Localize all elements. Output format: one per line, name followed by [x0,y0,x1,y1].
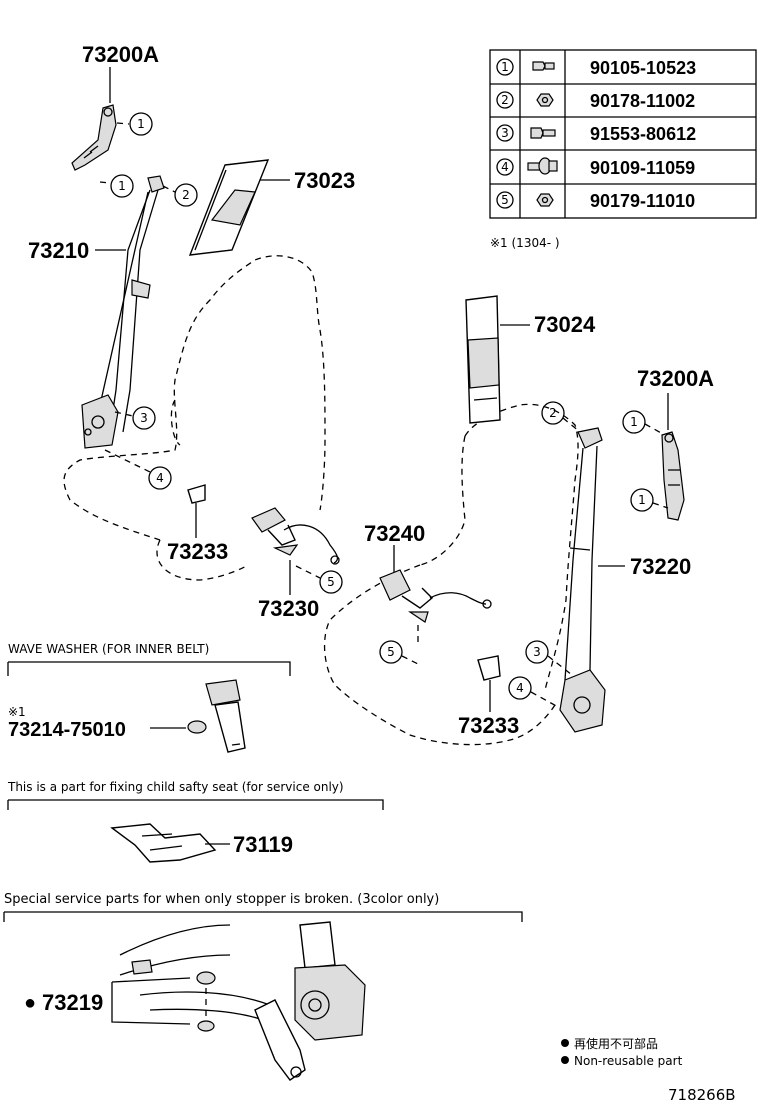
circle-number-label: 2 [549,406,557,420]
table-row: 4 90109-11059 [496,157,695,178]
circle-number-label: 5 [327,575,335,589]
callout-73220: 73220 [630,554,691,579]
flange-bolt-icon [527,157,558,175]
table-row-number: 5 [501,193,509,207]
circle-number-label: 2 [182,188,190,202]
non-reusable-marker: ● [24,992,36,1014]
table-part-number: 90178-11002 [590,91,695,111]
table-row-number: 2 [501,93,509,107]
child-seat-header: This is a part for fixing child safty se… [7,780,344,794]
table-row-number: 4 [501,160,509,174]
circle-number-label: 3 [140,411,148,425]
table-row: 5 90179-11010 [496,191,695,211]
circle-number-label: 5 [387,645,395,659]
bracket-73233-right [477,655,501,681]
child-seat-anchor-plate [110,823,217,863]
shoulder-anchor-adjuster-right [661,431,685,521]
table-part-number: 90109-11059 [590,158,695,178]
wave-washer-mark: ※1 [8,705,26,719]
circle-number-label: 3 [533,645,541,659]
nut-icon [536,93,554,107]
front-belt-left [81,175,165,449]
table-part-number: 91553-80612 [590,124,696,144]
left-seat-outline [63,255,326,581]
callout-73230: 73230 [258,596,319,621]
buckle-73240 [379,569,492,623]
table-row-number: 3 [501,126,509,140]
table-part-number: 90179-11010 [590,191,695,211]
nut-icon [536,193,554,207]
buckle-with-washer [187,679,246,753]
callout-73119: 73119 [233,832,293,857]
retractor-with-stopper [119,921,366,1081]
callout-73233-right: 73233 [458,713,519,738]
table-row: 3 91553-80612 [496,124,696,144]
callout-73210: 73210 [28,238,89,263]
diagram-id: 718266B [668,1086,736,1104]
wave-washer-header: WAVE WASHER (FOR INNER BELT) [8,642,209,656]
front-belt-right [559,427,606,733]
bracket-73233-left [187,484,206,504]
circle-number-label: 4 [516,681,524,695]
buckle-73230 [251,507,340,565]
bolt-icon [532,61,555,71]
circle-number-label: 1 [630,415,638,429]
table-row: 1 90105-10523 [496,58,696,78]
callout-73240: 73240 [364,521,425,546]
legend-en: Non-reusable part [574,1054,683,1068]
legend: 再使用不可部品 Non-reusable part [561,1036,683,1068]
callout-73233-left: 73233 [167,539,228,564]
circle-number-label: 1 [638,493,646,507]
stopper-header: Special service parts for when only stop… [4,892,439,907]
callout-73214-75010: 73214-75010 [8,719,126,741]
table-part-number: 90105-10523 [590,58,696,78]
period-note: ※1 (1304- ) [490,236,560,250]
shoulder-anchor-adjuster-left [71,104,117,171]
circle-number-label: 4 [156,471,164,485]
callout-73200A-right: 73200A [637,366,714,391]
table-row-number: 1 [501,60,509,74]
legend-jp: 再使用不可部品 [574,1036,658,1051]
right-seat-outline [323,403,579,746]
circle-number-label: 1 [137,117,145,131]
circle-number-label: 1 [118,179,126,193]
callout-73200A-left: 73200A [82,42,159,67]
bolt-icon [530,127,556,139]
fastener-table: 1 90105-10523 2 90178-11002 3 [489,49,757,219]
callout-73023: 73023 [294,168,355,193]
pillar-trim-73023 [188,159,270,256]
table-row: 2 90178-11002 [496,91,695,111]
callout-73219: 73219 [42,990,103,1015]
callout-73024: 73024 [534,312,596,337]
pillar-trim-73024 [465,295,501,424]
